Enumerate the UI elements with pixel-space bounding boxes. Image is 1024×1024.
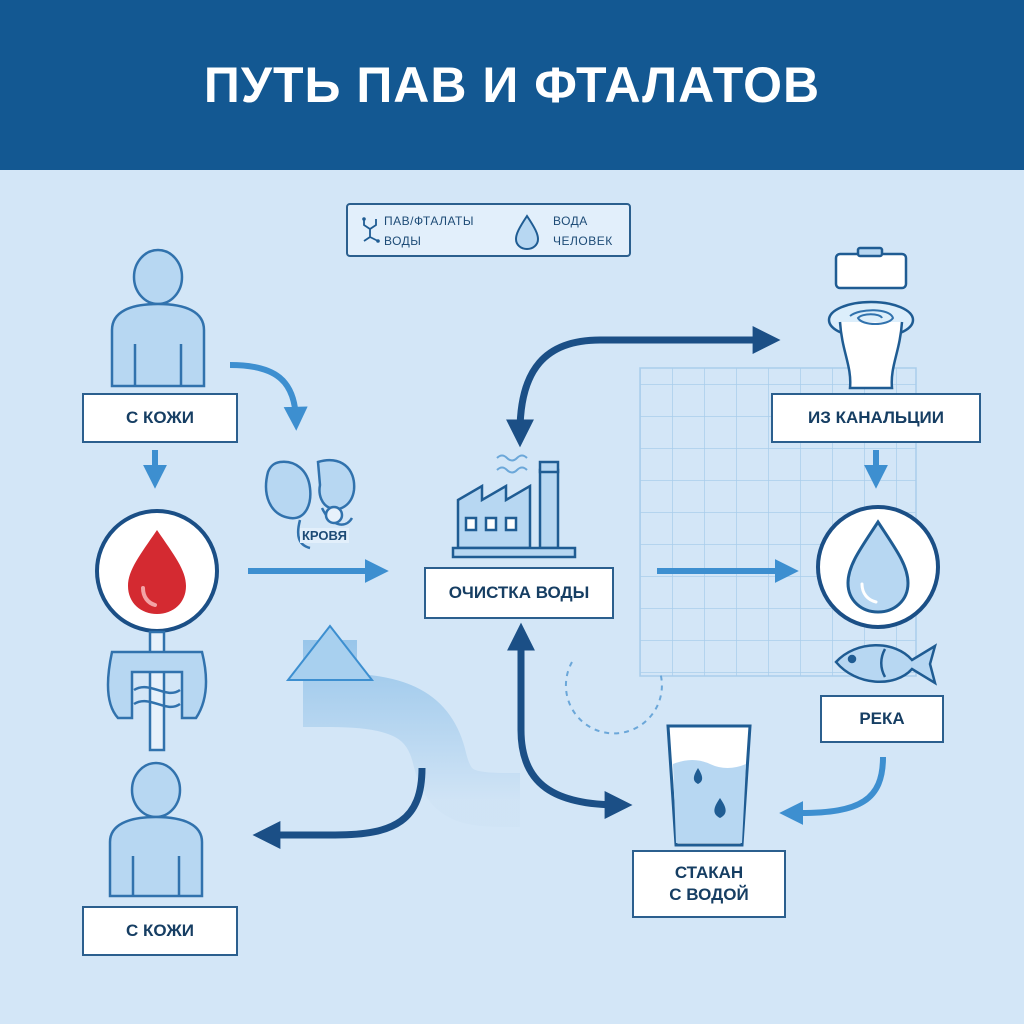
- label-blood: КРОВЯ: [300, 528, 349, 543]
- label-water-treatment: ОЧИСТКА ВОДЫ: [424, 567, 614, 619]
- title-banner: ПУТЬ ПАВ И ФТАЛАТОВ: [0, 0, 1024, 170]
- arrow-river-to-glass: [779, 756, 886, 825]
- label-skin-top: С КОЖИ: [82, 393, 238, 443]
- toilet-icon: [827, 246, 915, 390]
- legend-label-water-sub: ВОДЫ: [384, 234, 422, 248]
- label-sewer: ИЗ КАНАЛЬЦИИ: [771, 393, 981, 443]
- label-river: РЕКА: [820, 695, 944, 743]
- arrow-treatment-glass: [507, 622, 633, 819]
- person-bottom-icon: [108, 761, 204, 898]
- arrow-to-person-bottom: [252, 767, 426, 849]
- intestines-icon: [106, 650, 208, 720]
- page-title: ПУТЬ ПАВ И ФТАЛАТОВ: [203, 57, 821, 113]
- glass-of-water-icon: [666, 724, 752, 847]
- label-skin-bottom: С КОЖИ: [82, 906, 238, 956]
- wide-up-arrow: [285, 624, 521, 827]
- organs-icon: [264, 458, 356, 550]
- water-drop-icon: [514, 214, 540, 250]
- water-drop-icon: [816, 505, 940, 629]
- fish-icon: [834, 643, 938, 686]
- legend-label-human: ЧЕЛОВЕК: [553, 234, 613, 248]
- legend-label-surfactants: ПАВ/ФТАЛАТЫ: [384, 214, 475, 228]
- legend-label-water: ВОДА: [553, 214, 588, 228]
- blood-drop-icon: [95, 509, 219, 633]
- arrow-skin-to-organs: [229, 362, 308, 431]
- label-glass-line1: СТАКАН: [674, 863, 744, 882]
- legend: ПАВ/ФТАЛАТЫ ВОДЫ ВОДА ЧЕЛОВЕК: [346, 203, 631, 257]
- person-top-icon: [110, 248, 206, 388]
- factory-icon: [451, 454, 577, 559]
- arrow-treatment-sewer: [506, 326, 781, 448]
- label-glass-of-water: СТАКАН С ВОДОЙ: [632, 850, 786, 918]
- label-glass-line2: С ВОДОЙ: [669, 885, 749, 904]
- molecule-icon: [362, 217, 380, 243]
